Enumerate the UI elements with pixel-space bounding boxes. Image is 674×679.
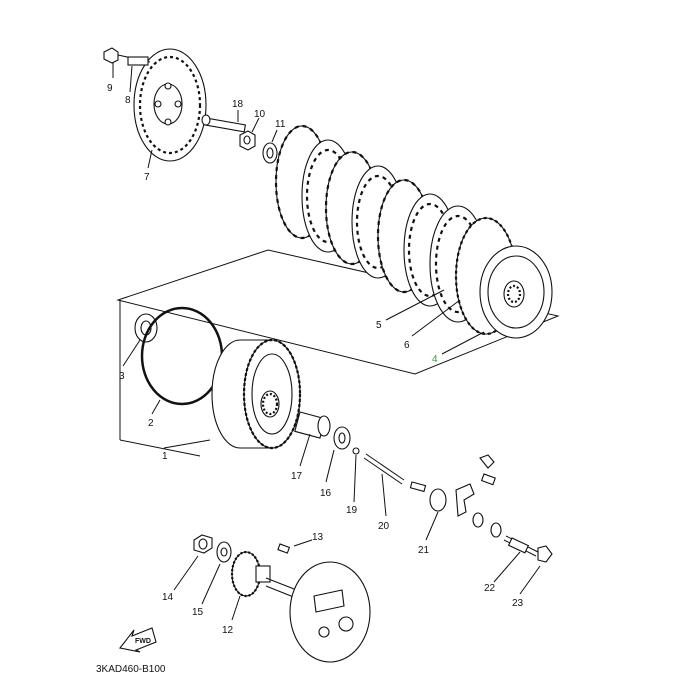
push-rod-20-part xyxy=(363,453,405,485)
leader-lines xyxy=(112,62,541,621)
part-label: 21 xyxy=(418,545,430,556)
part-label: 16 xyxy=(320,488,332,499)
part-label: 18 xyxy=(232,99,244,110)
part-label: 22 xyxy=(484,583,496,594)
part-label: 5 xyxy=(376,320,382,331)
assembly-group-outline xyxy=(116,249,560,375)
washer-16-part xyxy=(333,426,351,450)
thrust-washer-part xyxy=(134,313,158,343)
key-part xyxy=(277,543,291,554)
part-label: 3 xyxy=(119,371,125,382)
pressure-plate-part xyxy=(133,48,207,162)
fwd-arrow-icon: FWD xyxy=(119,627,157,653)
part-label: 8 xyxy=(125,95,131,106)
part-label: 1 xyxy=(162,451,168,462)
part-label: 2 xyxy=(148,418,154,429)
fwd-arrow-label: FWD xyxy=(135,638,151,645)
o-ring-part xyxy=(140,306,224,406)
part-label: 10 xyxy=(254,109,266,120)
part-label: 19 xyxy=(346,505,358,516)
adjusting-screw-part xyxy=(503,535,553,563)
drawing-code: 3KAD460-B100 xyxy=(96,664,166,674)
part-label: 7 xyxy=(144,172,150,183)
push-rod-part xyxy=(201,114,247,133)
washer-part xyxy=(262,142,278,164)
bolt-part xyxy=(103,47,151,66)
part-label-highlighted: 4 xyxy=(432,354,438,365)
part-label: 11 xyxy=(275,119,286,130)
primary-drive-gear-part xyxy=(230,550,271,598)
part-label: 14 xyxy=(162,592,174,603)
crankshaft xyxy=(265,561,371,663)
clutch-housing-part xyxy=(211,338,302,450)
part-label: 6 xyxy=(404,340,410,351)
push-lever-assembly xyxy=(409,454,502,538)
part-label: 9 xyxy=(107,83,113,94)
part-label: 12 xyxy=(222,625,234,636)
spacer-sleeve-part xyxy=(294,411,331,439)
part-label: 23 xyxy=(512,598,524,609)
lock-washer-part xyxy=(216,541,232,563)
part-labels: 1 2 3 4 5 6 7 8 9 10 11 12 13 14 15 16 1… xyxy=(107,83,524,636)
part-label: 20 xyxy=(378,521,390,532)
part-label: 15 xyxy=(192,607,204,618)
clutch-boss-part xyxy=(479,245,553,339)
part-label: 13 xyxy=(312,532,324,543)
clutch-plate-stack xyxy=(274,124,518,336)
ball-part xyxy=(352,447,360,455)
part-label: 17 xyxy=(291,471,303,482)
nut-part xyxy=(239,130,256,151)
nut-14-part xyxy=(193,534,213,554)
